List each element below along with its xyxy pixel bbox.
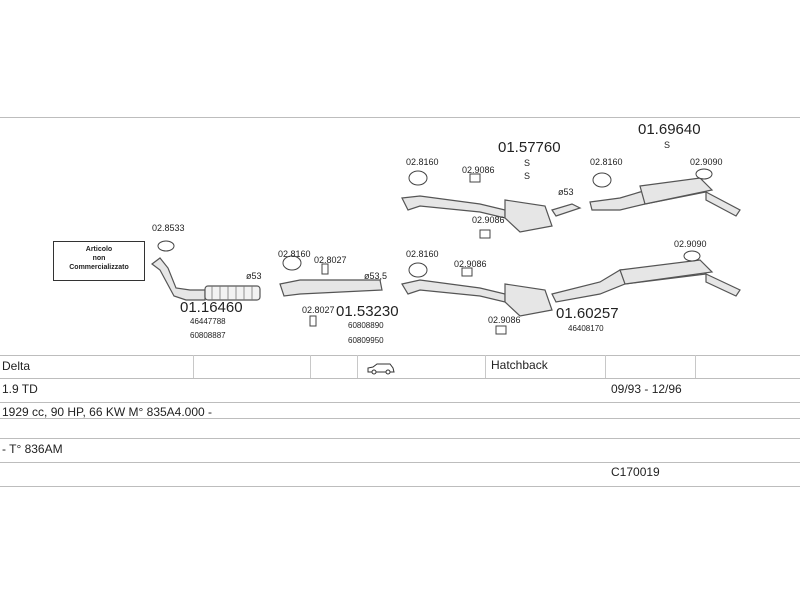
bolt-mid-lower-label: 02.8027 [302,305,335,315]
table-line-5 [0,438,800,439]
clip-upper-b-label: 02.9086 [472,215,505,225]
gasket-rear-label: 02.8160 [590,157,623,167]
gasket-rear [592,172,612,188]
upper-tail-pipe [551,203,582,217]
size-left-label: ø53 [246,271,262,281]
part-01-69640: 01.69640 [638,121,701,138]
code-46408170: 46408170 [568,324,604,333]
mark-rear-s: S [664,140,671,150]
hanger-lower-label: 02.9090 [674,239,707,249]
col-div-4 [485,355,486,378]
spec-2-cell: - T° 836AM [2,442,63,456]
model-cell: Delta [2,359,31,373]
rear-tail [705,191,741,217]
code-60809950: 60809950 [348,336,384,345]
lower-front-pipe [401,279,506,303]
part-01-16460: 01.16460 [180,299,243,316]
catalog-code-cell: C170019 [611,465,660,479]
col-div-5 [605,355,606,378]
hanger-lower [683,250,701,262]
mark-s1: S [524,158,531,168]
rear-muffler [639,177,714,205]
size-upper-label: ø53 [558,187,574,197]
clip-upper-b [479,229,491,239]
lower-tail [705,273,741,297]
table-line-6 [0,462,800,463]
clip-upper-a-label: 02.9086 [462,165,495,175]
clip-lower-a [461,267,473,277]
bolt-mid-label: 02.8027 [314,255,347,265]
clip-upper-a [469,173,481,183]
spec-cell: 1929 cc, 90 HP, 66 KW M° 835A4.000 - [2,405,213,419]
not-commercialized-note: Articolo non Commercializzato [53,241,145,281]
note-line-3: Commercializzato [69,264,129,271]
code-60808887: 60808887 [190,331,226,340]
code-46447788: 46447788 [190,317,226,326]
size-mid-label: ø53,5 [364,271,388,281]
gasket-mid [282,255,302,271]
note-line-2: non [92,255,106,262]
middle-pipe-part [279,279,383,297]
clamp-code-label: 02.8533 [152,223,185,233]
exhaust-system-drawing [151,168,741,335]
gasket-lower-label: 02.8160 [406,249,439,259]
hanger-rear [695,168,713,180]
top-border [0,117,800,118]
gasket-upper-label: 02.8160 [406,157,439,167]
code-60808890: 60808890 [348,321,384,330]
downpipe-part [151,257,206,301]
part-01-57760: 01.57760 [498,139,561,156]
col-div-1 [193,355,194,378]
lower-muffler [504,283,553,317]
table-line-4 [0,418,800,419]
bolt-mid [321,263,329,275]
mark-s2: S [524,171,531,181]
col-div-3 [357,355,358,378]
note-line-1: Articolo [85,246,113,253]
clip-lower-b-label: 02.9086 [488,315,521,325]
engine-cell: 1.9 TD [2,382,38,396]
hanger-rear-label: 02.9090 [690,157,723,167]
clip-lower-a-label: 02.9086 [454,259,487,269]
clip-lower-b [495,325,507,335]
part-01-60257: 01.60257 [556,305,619,322]
part-01-53230: 01.53230 [336,303,399,320]
table-line-1 [0,355,800,356]
bolt-mid-lower [309,315,317,327]
table-line-2 [0,378,800,379]
col-div-2 [310,355,311,378]
car-icon [367,363,395,375]
body-type-cell: Hatchback [491,358,548,372]
flex-pipe-part [204,285,261,301]
table-line-3 [0,402,800,403]
col-div-6 [695,355,696,378]
gasket-mid-label: 02.8160 [278,249,311,259]
gasket-lower [408,262,428,278]
gasket-upper [408,170,428,186]
clamp-left [157,240,175,252]
table-line-7 [0,486,800,487]
upper-muffler [504,199,553,233]
years-cell: 09/93 - 12/96 [611,382,682,396]
lower-rear-muffler [619,259,714,285]
